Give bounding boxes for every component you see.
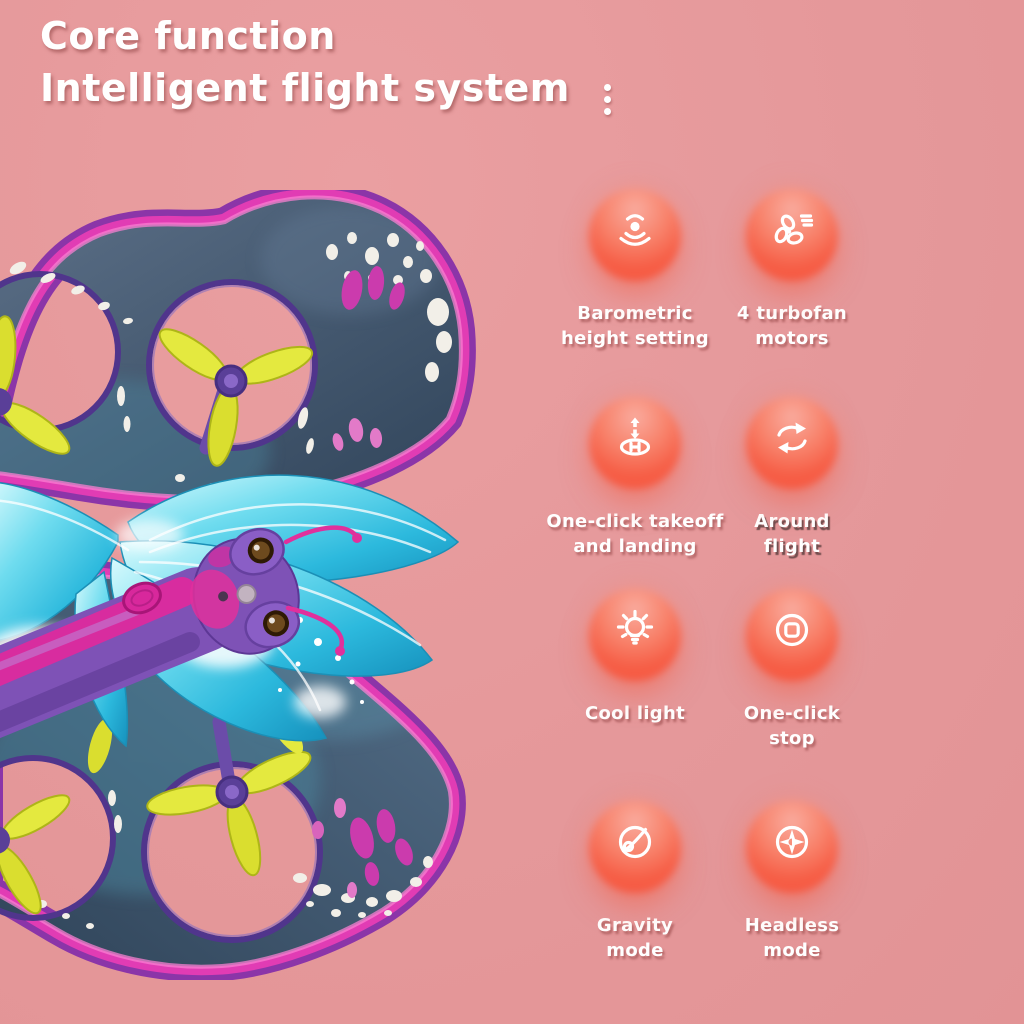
- left-propeller-partial-top: [0, 315, 71, 455]
- barometric-height-icon: [611, 206, 659, 254]
- red-orb: [589, 189, 681, 281]
- antennae: [283, 525, 362, 656]
- headless-mode-icon: [768, 818, 816, 866]
- vertical-ellipsis-icon: [604, 84, 611, 115]
- cool-light-icon: [611, 606, 659, 654]
- drone-body: [0, 567, 243, 739]
- turbofan-motors-icon: [768, 206, 816, 254]
- body-button: [122, 581, 162, 615]
- gravity-mode-icon: [611, 818, 659, 866]
- bottom-propeller: [146, 715, 312, 877]
- around-flight-icon: [768, 414, 816, 462]
- feature-label: Cool light: [584, 703, 686, 724]
- top-wing-teardrops: [332, 266, 405, 451]
- takeoff-landing-icon: [611, 414, 659, 462]
- red-orb: [589, 397, 681, 489]
- camera-lens: [236, 584, 257, 605]
- top-wing: [0, 190, 476, 513]
- red-orb: [746, 397, 838, 489]
- top-propeller: [158, 328, 314, 467]
- mid-propeller-blade: [87, 718, 113, 774]
- page-title: Core function Intelligent flight system: [40, 10, 570, 114]
- title-line-2: Intelligent flight system: [40, 66, 570, 110]
- red-orb: [589, 801, 681, 893]
- butterfly-drone-graphic: [0, 190, 476, 980]
- feature-card-cool-light: Cool light: [540, 589, 730, 726]
- one-click-stop-icon: [768, 606, 816, 654]
- drone-head: [189, 525, 362, 656]
- left-propeller-partial-bottom: [0, 794, 71, 915]
- title-line-1: Core function: [40, 14, 336, 58]
- bottom-wing-spots: [10, 790, 433, 929]
- bottom-wing-teardrops: [312, 798, 413, 898]
